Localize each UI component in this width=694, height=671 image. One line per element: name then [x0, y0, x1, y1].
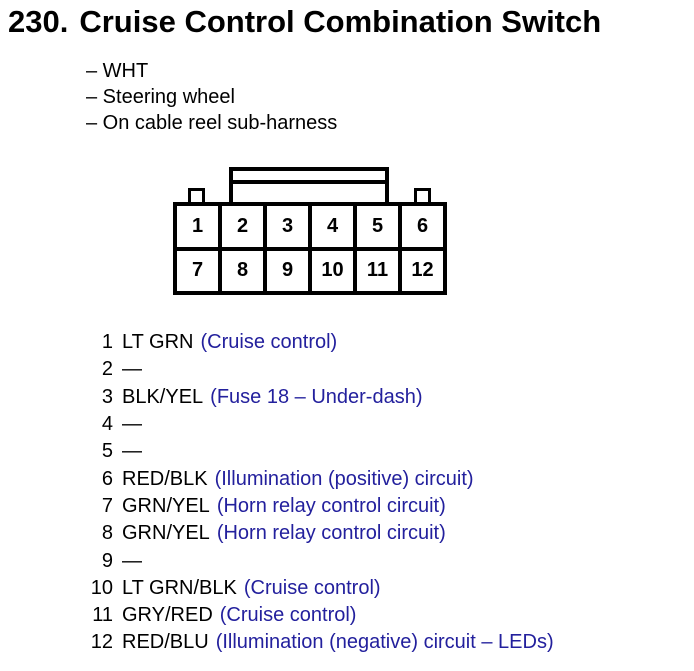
pinout-row: 2—	[68, 356, 554, 383]
pinout-row: 11 GRY/RED (Cruise control)	[68, 602, 554, 629]
connector-pin-cell: 11	[357, 250, 402, 291]
connector-notch-left	[188, 188, 205, 206]
connector-pin-cell: 4	[312, 206, 357, 247]
pinout-row: 3 BLK/YEL (Fuse 18 – Under-dash)	[68, 384, 554, 411]
pin-number: 4	[101, 413, 113, 436]
pinout-row: 1 LT GRN (Cruise control)	[68, 329, 554, 356]
connector-pin-cell: 10	[312, 250, 357, 291]
pin-function: (Cruise control)	[219, 604, 357, 627]
connector-pin-cell: 2	[222, 206, 267, 247]
page-title: 230. Cruise Control Combination Switch	[8, 4, 601, 40]
pin-number: 10	[90, 576, 113, 599]
pin-number: 12	[90, 631, 113, 654]
pinout-row: 4—	[68, 411, 554, 438]
connector-latch-tab-line	[233, 180, 385, 184]
wire-color: —	[122, 440, 142, 463]
connector-pin-cell: 5	[357, 206, 402, 247]
pinout-row: 5—	[68, 438, 554, 465]
connector-pin-cell: 6	[416, 214, 429, 237]
connector-pin-cell: 12	[411, 259, 434, 282]
connector-pin-cell: 3	[267, 206, 312, 247]
pinout-row: 8 GRN/YEL (Horn relay control circuit)	[68, 520, 554, 547]
pin-number: 3	[101, 385, 113, 408]
pin-function: (Horn relay control circuit)	[216, 522, 446, 545]
pin-number: 6	[101, 467, 113, 490]
note-line: – On cable reel sub-harness	[86, 112, 338, 134]
connector-pin-cell: 1	[177, 206, 222, 247]
note-line: – Steering wheel	[86, 86, 235, 108]
pin-number: 7	[101, 494, 113, 517]
pin-function: (Horn relay control circuit)	[216, 494, 446, 517]
pinout-row: 7 GRN/YEL (Horn relay control circuit)	[68, 493, 554, 520]
wire-color: —	[122, 549, 142, 572]
note-line: – WHT	[86, 60, 149, 82]
pinout-row: 9—	[68, 547, 554, 574]
wire-color: LT GRN/BLK	[122, 576, 237, 599]
connector-pin-cell: 8	[222, 250, 267, 291]
wire-color: —	[122, 358, 142, 381]
wire-color: RED/BLU	[122, 631, 209, 654]
pin-number: 11	[92, 604, 113, 627]
wire-color: GRY/RED	[122, 604, 213, 627]
connector-pin-cell: 9	[267, 250, 312, 291]
pin-function: (Cruise control)	[243, 576, 381, 599]
connector-notes: – WHT – Steering wheel – On cable reel s…	[86, 58, 337, 136]
pinout-row: 12 RED/BLU (Illumination (negative) circui…	[68, 629, 554, 656]
pin-function: (Fuse 18 – Under-dash)	[210, 385, 423, 408]
pin-number: 5	[101, 440, 113, 463]
wire-color: GRN/YEL	[122, 522, 210, 545]
pin-function: (Cruise control)	[200, 331, 338, 354]
pin-number: 2	[101, 358, 113, 381]
page-title-number: 230.	[8, 4, 69, 39]
pin-number: 8	[101, 522, 113, 545]
connector-notch-right	[414, 188, 431, 206]
wire-color: LT GRN	[122, 331, 194, 354]
pin-number: 1	[101, 331, 113, 354]
connector-latch-tab	[229, 167, 389, 207]
pinout-row: 6 RED/BLK (Illumination (positive) circuit…	[68, 465, 554, 492]
wire-color: RED/BLK	[122, 467, 208, 490]
pin-function: (Illumination (negative) circuit – LEDs)	[215, 631, 554, 654]
connector-pin-cell: 7	[177, 250, 222, 291]
pin-number: 9	[101, 549, 113, 572]
page-title-text: Cruise Control Combination Switch	[79, 4, 602, 39]
wire-color: GRN/YEL	[122, 494, 210, 517]
pinout-row: 10 LT GRN/BLK (Cruise control)	[68, 575, 554, 602]
wire-color: BLK/YEL	[122, 385, 204, 408]
wire-color: —	[122, 413, 142, 436]
pin-function: (Illumination (positive) circuit)	[214, 467, 474, 490]
